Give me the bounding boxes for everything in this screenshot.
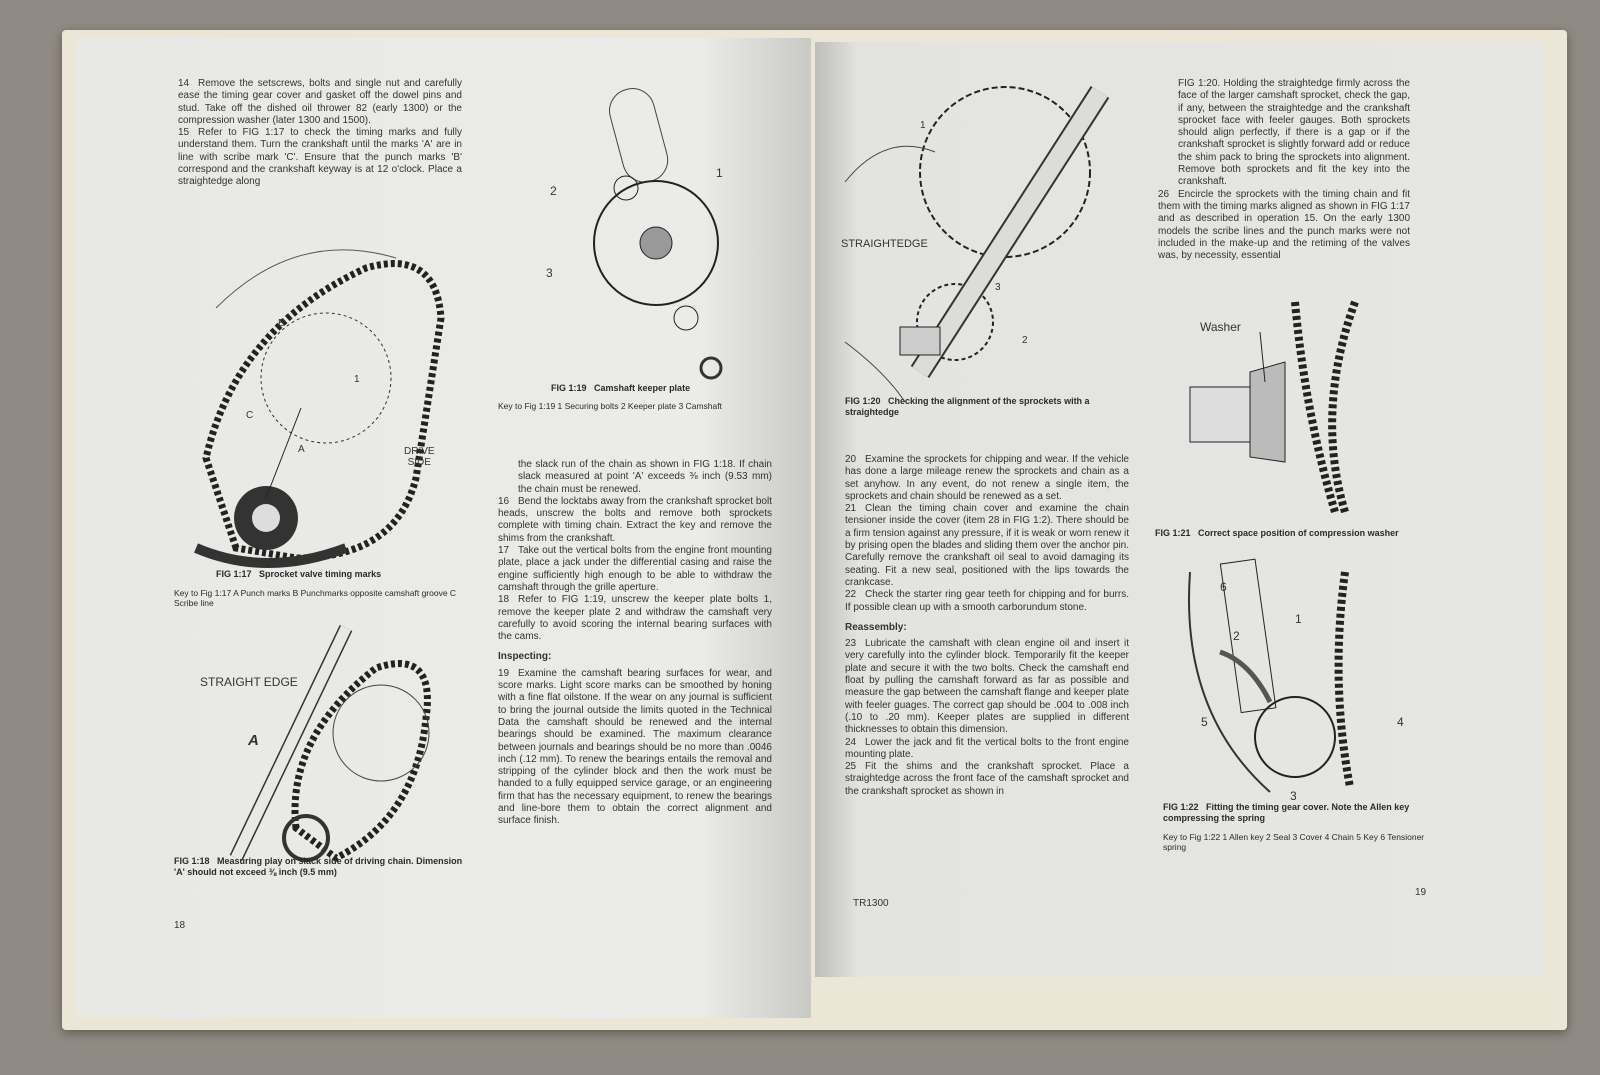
fig20-caption: FIG 1:20 Checking the alignment of the s… [845,396,1090,417]
inspecting-heading: Inspecting: [498,651,552,663]
fig17-label-1: 1 [354,374,360,385]
continued-text: the slack run of the chain as shown in F… [518,459,772,495]
fig20-label-straightedge: STRAIGHTEDGE [841,238,928,250]
fig22-label-2: 2 [1233,629,1240,643]
fig19-label-1: 1 [716,166,723,180]
fig19-label-3: 3 [546,266,553,280]
fig17-caption: FIG 1:17 Sprocket valve timing marks [216,569,382,579]
fig22-label-3: 3 [1290,789,1297,803]
fig19-label-2: 2 [550,184,557,198]
page-number-right: 19 [1415,887,1427,898]
fig17-label-b: B [278,318,285,329]
left-column-2: the slack run of the chain as shown in F… [498,459,772,828]
fig17-label-a: A [298,444,305,455]
fig22-label-6: 6 [1220,580,1227,594]
fig22-label-1: 1 [1295,612,1302,626]
page-number-left: 18 [174,920,186,931]
footer-title: TR1300 [853,898,889,909]
fig-1-18-illustration [229,624,431,863]
fig22-label-4: 4 [1397,715,1404,729]
fig-1-22-illustration [1188,558,1354,793]
fig22-label-5: 5 [1201,715,1208,729]
fig-1-21-illustration [1189,300,1359,514]
fig21-caption: FIG 1:21 Correct space position of compr… [1155,528,1399,538]
fig-1-17-illustration [194,249,445,568]
fig17-key: Key to Fig 1:17 A Punch marks B Punchmar… [174,588,457,608]
fig18-label-straight-edge: STRAIGHT EDGE [200,675,298,689]
fig21-label-washer: Washer [1200,320,1241,334]
fig20-label-2: 2 [1022,335,1028,346]
fig19-caption: FIG 1:19 Camshaft keeper plate [551,383,691,393]
fig20-label-3: 3 [995,282,1001,293]
fig18-caption: FIG 1:18 Measuring play on slack side of… [174,856,463,877]
reassembly-heading: Reassembly: [845,621,907,633]
continued-text: FIG 1:20. Holding the straightedge firml… [1178,78,1410,188]
right-column-2: FIG 1:20. Holding the straightedge firml… [1158,78,1410,262]
fig19-key: Key to Fig 1:19 1 Securing bolts 2 Keepe… [498,401,722,411]
fig17-label-c: C [246,410,254,421]
fig22-caption: FIG 1:22 Fitting the timing gear cover. … [1163,802,1410,823]
fig20-label-1: 1 [920,120,926,131]
fig18-label-a: A [248,732,259,749]
fig-1-20-illustration [844,86,1110,403]
fig22-key: Key to Fig 1:22 1 Allen key 2 Seal 3 Cov… [1163,832,1425,852]
fig-1-19-illustration [593,88,723,380]
right-page: STRAIGHTEDGE 1 2 3 FIG 1:20 Checking the… [815,42,1545,977]
